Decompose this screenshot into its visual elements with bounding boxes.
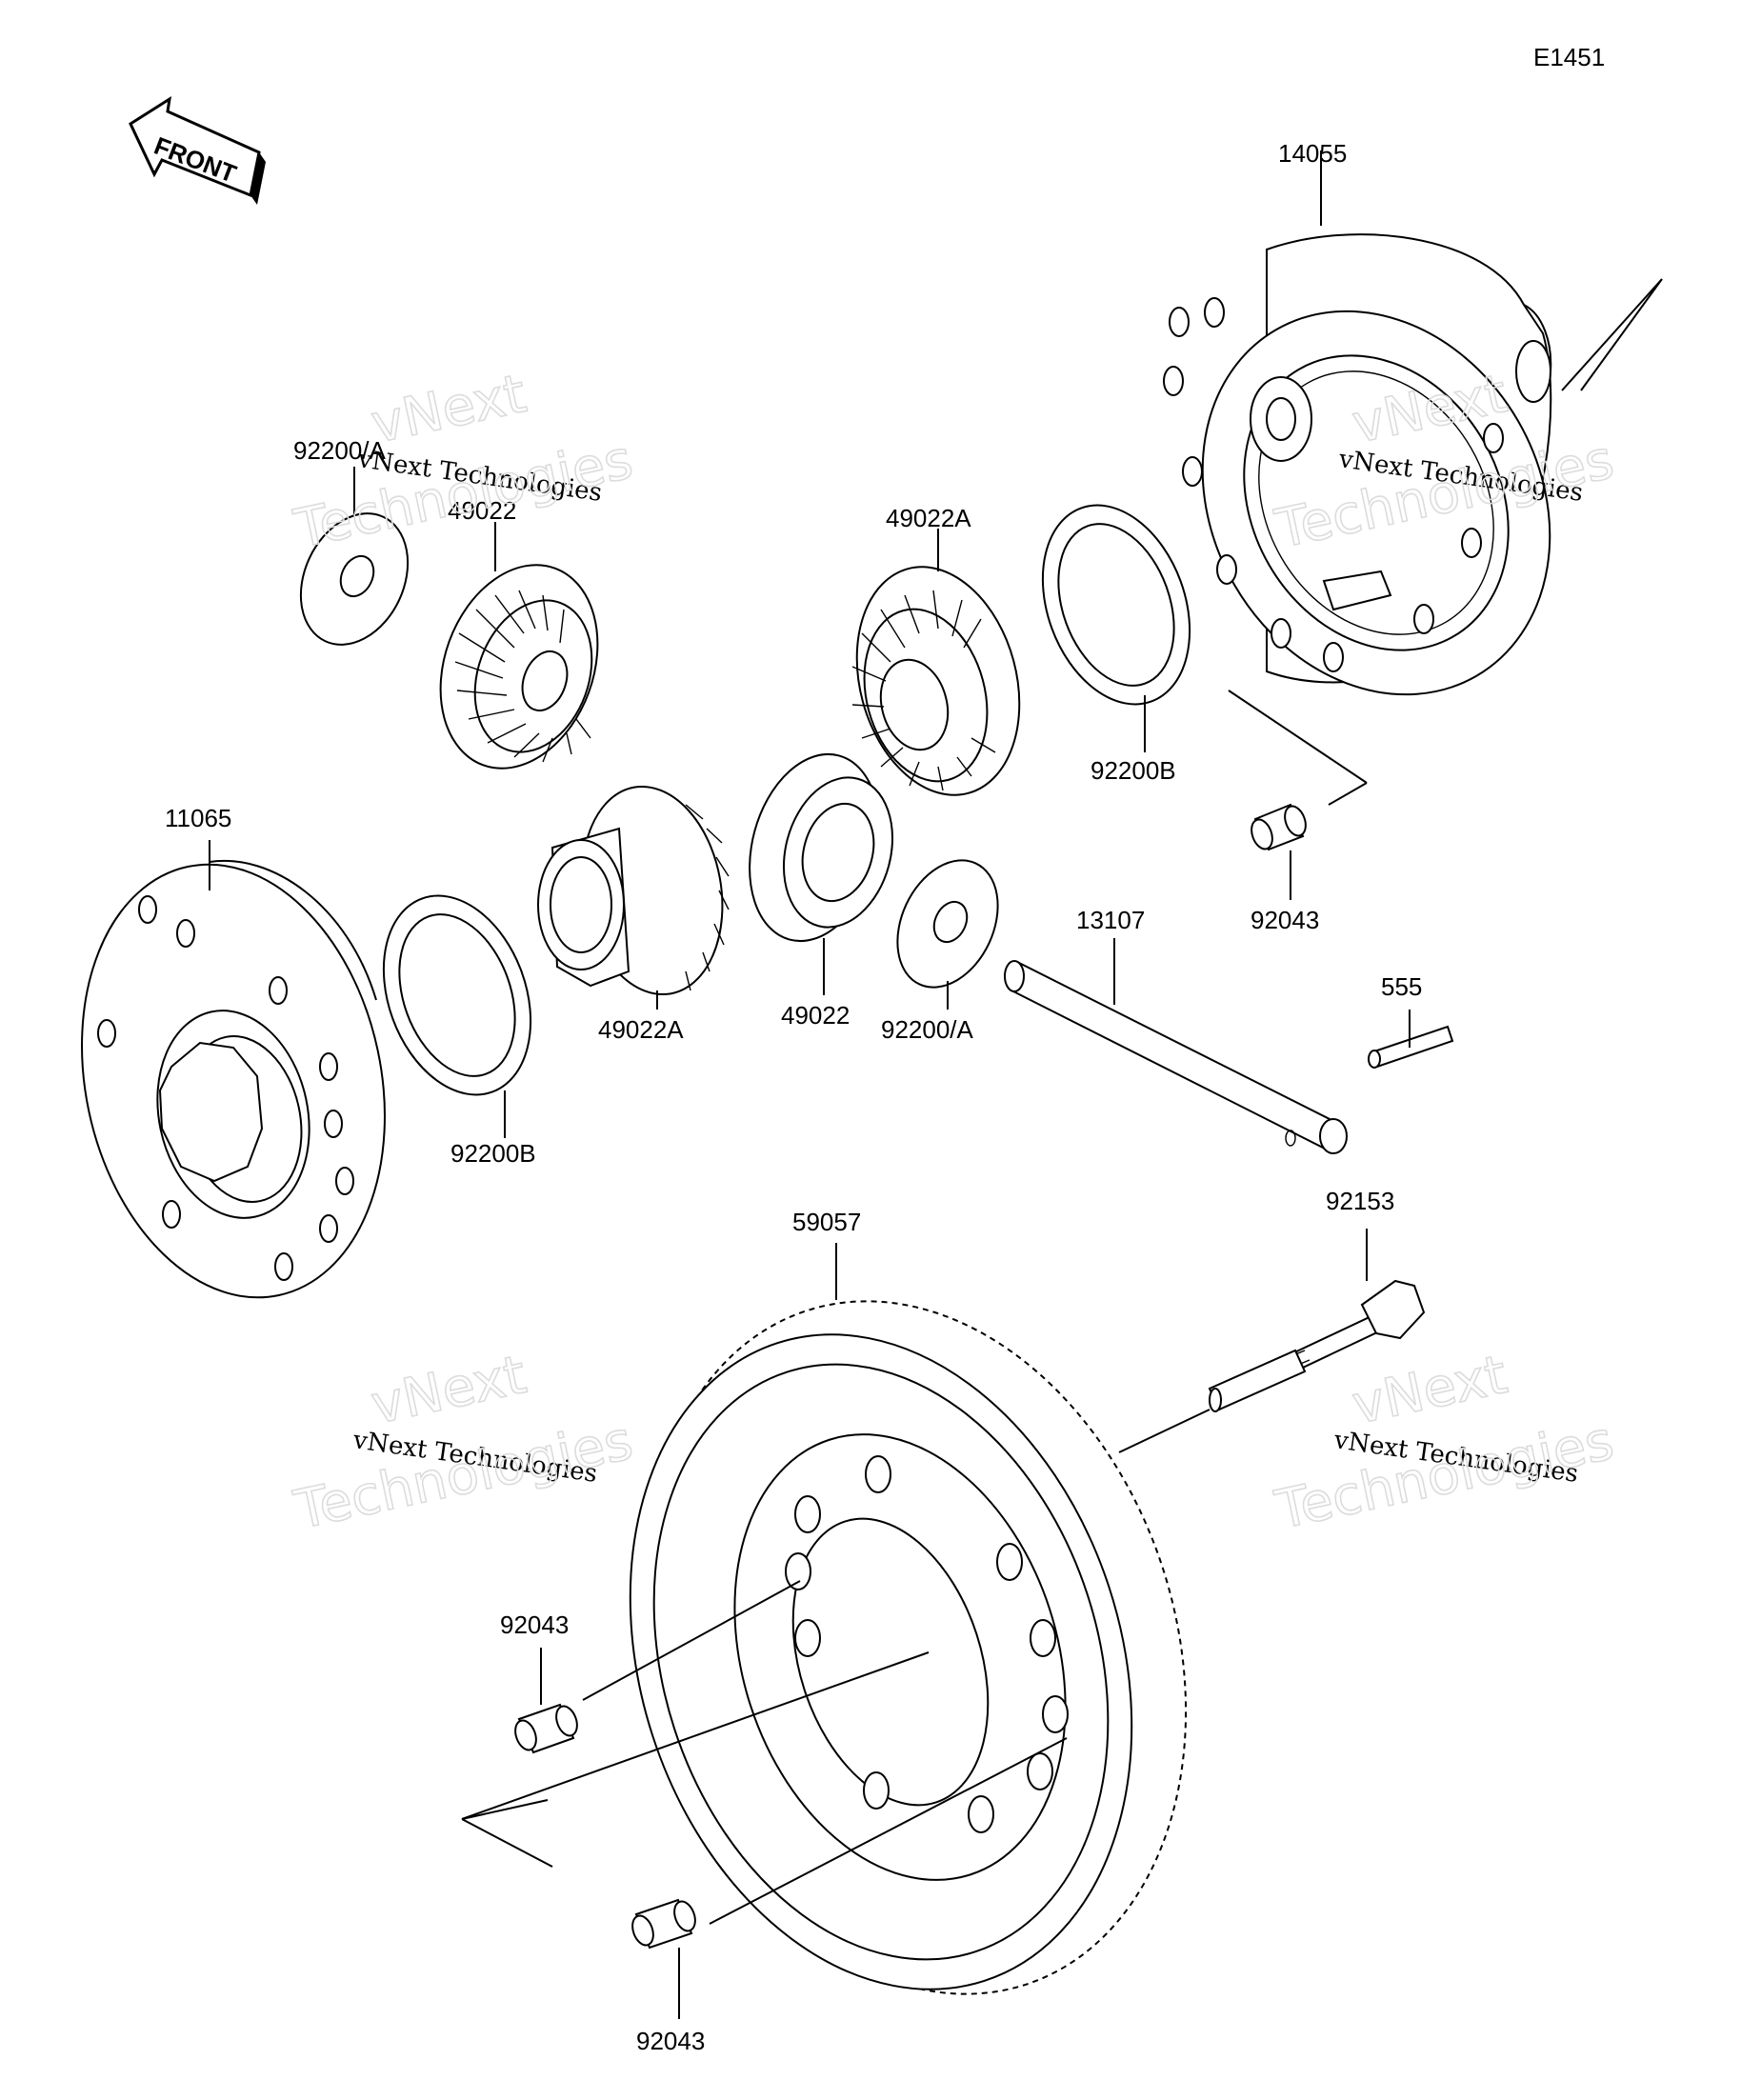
watermark-bottom-right: vNext vNext Technologies Technologies	[1270, 1343, 1620, 1542]
watermark-brand: vNext	[1347, 1344, 1512, 1437]
label-49022a-top: 49022A	[886, 504, 971, 532]
label-92200b-top: 92200B	[1091, 756, 1176, 785]
label-13107: 13107	[1076, 906, 1145, 934]
part-13107-shaft	[1004, 938, 1348, 1154]
label-49022-top: 49022	[448, 496, 516, 525]
label-59057: 59057	[792, 1208, 861, 1236]
part-555-pin	[1368, 1010, 1454, 1069]
part-49022-bevel-gear-mid	[749, 752, 894, 995]
part-92043-pin-left	[461, 1580, 930, 1868]
label-555: 555	[1381, 972, 1422, 1001]
label-92043-left: 92043	[500, 1610, 569, 1639]
part-92043-pin-bottom	[631, 1737, 1068, 2019]
watermark-brand: vNext	[366, 1344, 531, 1437]
label-49022-mid: 49022	[781, 1001, 850, 1030]
front-arrow-icon: FRONT	[129, 95, 266, 205]
part-92043-pin-top	[1228, 690, 1368, 900]
label-92043-bottom: 92043	[636, 2027, 705, 2055]
part-92200a-washer-top	[299, 467, 410, 646]
label-92200a-top: 92200/A	[293, 436, 387, 465]
part-92200b-washer-mid	[382, 894, 532, 1138]
watermark-brand: vNext	[366, 363, 531, 456]
part-49022-bevel-gear-top	[439, 522, 599, 770]
label-92153: 92153	[1326, 1187, 1394, 1215]
part-49022a-bevel-gear-top	[851, 529, 1021, 796]
part-59057-ring-gear	[629, 1243, 1188, 1995]
watermark-word: Technologies	[1270, 1410, 1618, 1542]
label-92200b-mid: 92200B	[450, 1139, 536, 1168]
watermark-bottom-left: vNext vNext Technologies Technologies	[289, 1343, 639, 1542]
part-92200a-washer-mid	[896, 859, 999, 1010]
label-49022a-mid: 49022A	[598, 1015, 684, 1044]
part-49022a-bevel-gear-mid	[537, 785, 730, 1010]
diagram-id: E1451	[1533, 43, 1605, 71]
part-11065-flange	[81, 840, 386, 1299]
label-14055: 14055	[1278, 139, 1347, 168]
part-92153-bolt	[1118, 1229, 1426, 1453]
label-92200a-mid: 92200/A	[881, 1015, 974, 1044]
part-92200b-washer-top	[1041, 504, 1191, 752]
part-14055-diff-case	[1163, 150, 1663, 696]
watermark-word: Technologies	[289, 1410, 637, 1542]
label-11065: 11065	[165, 804, 231, 832]
label-92043-top: 92043	[1251, 906, 1319, 934]
